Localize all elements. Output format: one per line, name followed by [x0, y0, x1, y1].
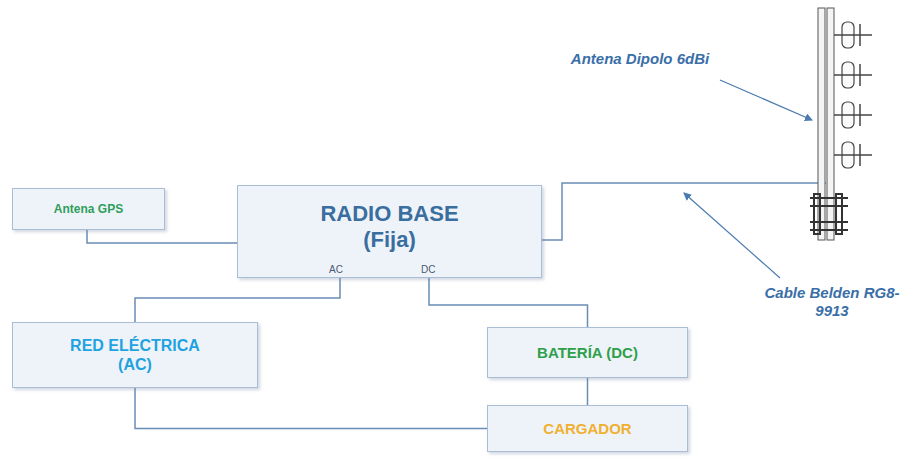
box-title: Antena GPS [54, 202, 123, 216]
radio-base-box: RADIO BASE (Fija) AC DC [237, 185, 542, 278]
box-title: BATERÍA (DC) [537, 344, 638, 361]
battery-box: BATERÍA (DC) [487, 327, 688, 378]
antenna-callout: Antena Dipolo 6dBi [565, 50, 715, 68]
charger-box: CARGADOR [487, 405, 688, 452]
dipole-elements [834, 22, 872, 168]
connector-line [135, 278, 340, 322]
power-grid-box: RED ELÉCTRICA (AC) [12, 322, 258, 388]
coax-cable [542, 183, 826, 240]
mount-clamps [810, 194, 848, 234]
port-label: DC [421, 264, 435, 275]
gps-antenna-box: Antena GPS [12, 188, 165, 230]
connector-line [135, 388, 487, 429]
port-label: AC [329, 264, 343, 275]
connector-line [587, 378, 589, 405]
connector-line [429, 278, 588, 327]
box-title: CARGADOR [543, 420, 631, 437]
box-title: RADIO BASE (Fija) [305, 201, 475, 252]
box-title: RED ELÉCTRICA (AC) [55, 336, 215, 374]
leader-arrow [684, 193, 780, 278]
cable-callout: Cable Belden RG8-9913 [752, 284, 912, 320]
leader-arrow [720, 80, 812, 120]
connector-line [87, 230, 237, 243]
